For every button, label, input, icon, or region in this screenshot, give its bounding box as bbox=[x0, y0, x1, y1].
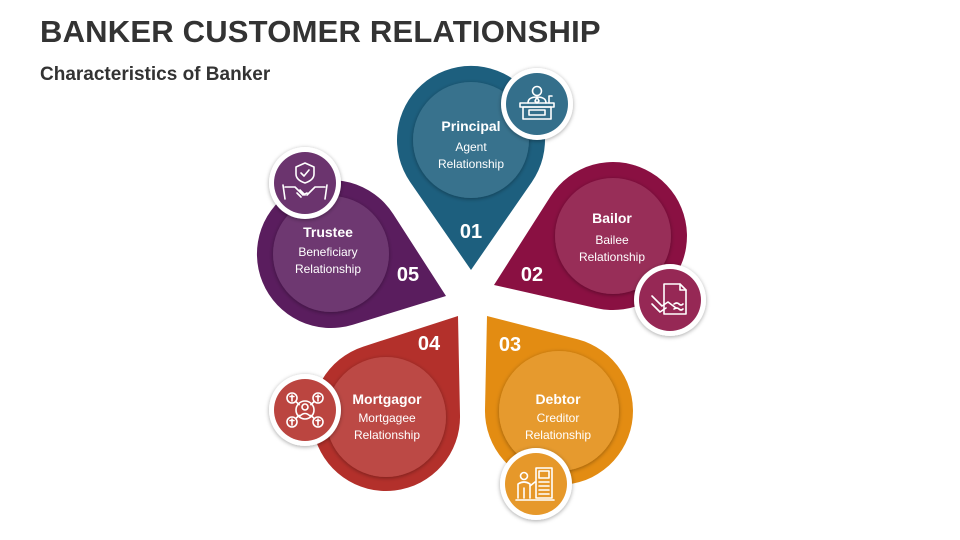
principal-segment-subtitle-line2: Relationship bbox=[438, 157, 504, 171]
bailor-segment-title: Bailor bbox=[592, 210, 632, 226]
principal-segment-title: Principal bbox=[441, 118, 500, 134]
mortgagor-segment-subtitle-line1: Mortgagee bbox=[358, 411, 416, 425]
shield-handshake-icon bbox=[282, 162, 328, 200]
trustee-segment-subtitle-line2: Relationship bbox=[295, 262, 361, 276]
mortgagor-segment-subtitle-line2: Relationship bbox=[354, 428, 420, 442]
mortgagor-segment-title: Mortgagor bbox=[352, 391, 422, 407]
trustee-segment-subtitle-line1: Beneficiary bbox=[298, 245, 357, 259]
trustee-segment-number: 05 bbox=[397, 264, 419, 286]
mortgagor-segment-number: 04 bbox=[418, 333, 441, 355]
debtor-segment-title: Debtor bbox=[535, 391, 581, 407]
principal-segment-number: 01 bbox=[460, 221, 482, 243]
atm-person-icon bbox=[515, 467, 555, 501]
principal-inner-circle bbox=[413, 82, 529, 198]
debtor-inner-circle bbox=[499, 351, 619, 471]
principal-icon-badge bbox=[501, 68, 573, 140]
mortgagor-inner-circle bbox=[326, 357, 446, 477]
bailor-segment-subtitle-line2: Relationship bbox=[579, 250, 645, 264]
debtor-segment-subtitle-line2: Relationship bbox=[525, 428, 591, 442]
trustee-icon-badge bbox=[269, 147, 341, 219]
trustee-inner-circle bbox=[273, 196, 389, 312]
debtor-segment-subtitle-line1: Creditor bbox=[537, 411, 580, 425]
page-subtitle: Characteristics of Banker bbox=[40, 64, 271, 85]
banker-desk-icon bbox=[519, 85, 555, 120]
page-title: BANKER CUSTOMER RELATIONSHIP bbox=[40, 14, 601, 49]
principal-segment-subtitle-line1: Agent bbox=[455, 140, 487, 154]
debtor-segment-number: 03 bbox=[499, 334, 521, 356]
money-network-icon bbox=[286, 392, 324, 428]
trustee-segment-title: Trustee bbox=[303, 224, 353, 240]
bailor-segment-subtitle-line1: Bailee bbox=[595, 233, 629, 247]
handshake-document-icon bbox=[651, 283, 687, 315]
bailor-icon-badge bbox=[634, 264, 706, 336]
bailor-inner-circle bbox=[555, 178, 671, 294]
bailor-segment-number: 02 bbox=[521, 264, 543, 286]
debtor-icon-badge bbox=[500, 448, 572, 520]
mortgagor-icon-badge bbox=[269, 374, 341, 446]
